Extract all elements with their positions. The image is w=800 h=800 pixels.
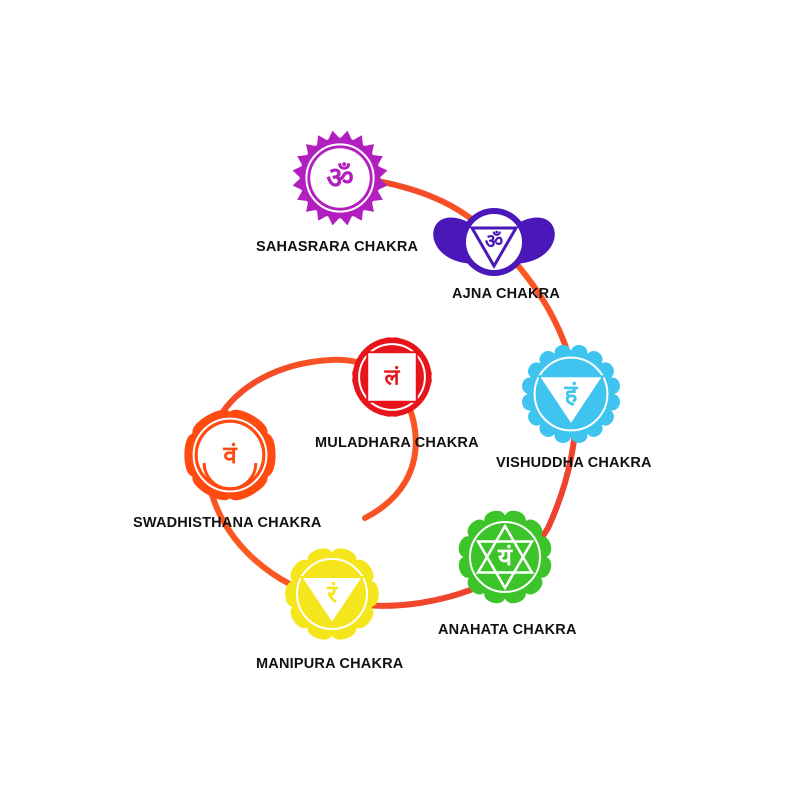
anahata-symbol: यं bbox=[497, 543, 513, 571]
sahasrara-ring bbox=[305, 143, 375, 213]
chakra-layer: ॐ ॐ हं यं रं वं लं bbox=[184, 130, 620, 640]
swadhisthana-crescent bbox=[202, 463, 258, 491]
swadhisthana-ring bbox=[192, 417, 268, 493]
anahata-star-up bbox=[475, 523, 535, 574]
label-sahasrara: SAHASRARA CHAKRA bbox=[256, 239, 418, 255]
ajna-symbol: ॐ bbox=[485, 229, 503, 253]
label-muladhara: MULADHARA CHAKRA bbox=[315, 435, 479, 451]
vishuddha-triangle bbox=[536, 375, 606, 427]
chakra-muladhara-icon: लं bbox=[352, 337, 432, 417]
chakra-anahata-icon: यं bbox=[458, 510, 552, 604]
manipura-ring bbox=[296, 558, 368, 630]
manipura-symbol: रं bbox=[326, 580, 338, 608]
chakra-sahasrara-icon: ॐ bbox=[292, 130, 388, 226]
label-vishuddha: VISHUDDHA CHAKRA bbox=[496, 455, 652, 471]
label-ajna: AJNA CHAKRA bbox=[452, 286, 560, 302]
muladhara-ring bbox=[358, 343, 426, 411]
anahata-star-down bbox=[475, 540, 535, 591]
chakra-swadhisthana-icon: वं bbox=[184, 409, 276, 501]
chakra-manipura-icon: रं bbox=[285, 548, 379, 640]
muladhara-square bbox=[366, 351, 418, 403]
vishuddha-ring bbox=[533, 356, 609, 432]
vishuddha-symbol: हं bbox=[564, 380, 579, 408]
chakra-vishuddha-icon: हं bbox=[522, 345, 620, 443]
label-manipura: MANIPURA CHAKRA bbox=[256, 656, 404, 672]
muladhara-symbol: लं bbox=[384, 365, 401, 390]
sahasrara-symbol: ॐ bbox=[326, 161, 353, 196]
swadhisthana-symbol: वं bbox=[222, 441, 238, 469]
manipura-triangle bbox=[299, 575, 365, 626]
ajna-triangle bbox=[469, 226, 519, 269]
chakra-ajna-icon: ॐ bbox=[433, 208, 555, 276]
anahata-disc bbox=[463, 515, 547, 599]
sahasrara-inner-disc bbox=[310, 148, 370, 208]
anahata-ring bbox=[469, 521, 541, 593]
label-swadhisthana: SWADHISTHANA CHAKRA bbox=[133, 515, 322, 531]
swadhisthana-inner-disc bbox=[197, 422, 263, 488]
label-anahata: ANAHATA CHAKRA bbox=[438, 622, 577, 638]
